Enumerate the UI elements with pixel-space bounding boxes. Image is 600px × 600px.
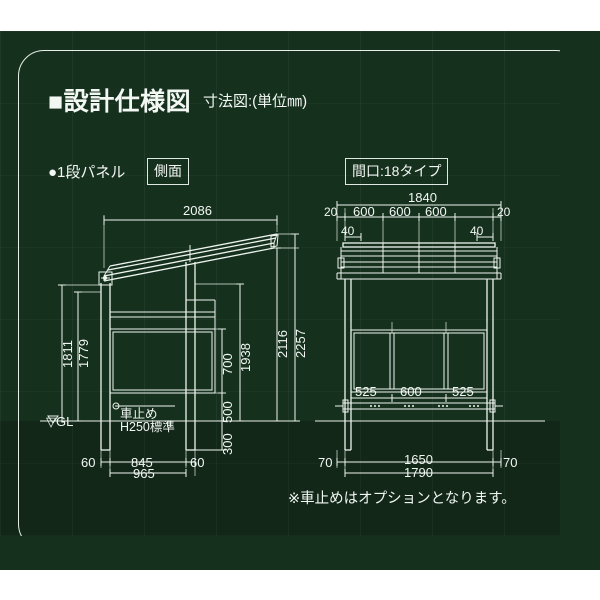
dim-front-edge-right: 20 (497, 205, 511, 219)
car-stopper-symbol (112, 402, 175, 410)
dim-front-panel-center: 600 (400, 384, 422, 399)
dim-front-post-span: 1650 (404, 452, 433, 467)
side-view-bullet-label: ●1段パネル (48, 164, 126, 181)
dim-front-bay-3: 600 (425, 204, 447, 219)
car-stopper-note-line1: 車止め (120, 407, 158, 421)
dim-base-right: 60 (190, 455, 205, 470)
frame-bottom-mask (0, 536, 600, 570)
side-view-tag: 側面 (147, 158, 189, 185)
dim-base-total: 965 (133, 466, 155, 481)
dim-front-post-offset-right: 70 (503, 455, 518, 470)
front-view-tag: 間口:18タイプ (345, 158, 449, 185)
dim-roof-span: 2086 (183, 203, 212, 218)
page-title: ■設計仕様図 (48, 88, 192, 116)
dim-front-panel-left: 525 (355, 384, 377, 399)
dim-front-bay-1: 600 (353, 204, 375, 219)
ground-level-label: ▽GL (46, 414, 74, 429)
dim-front-panel-right: 525 (452, 384, 474, 399)
frame-right-mask (560, 31, 600, 570)
dim-base-center: 845 (131, 455, 153, 470)
car-stopper-note-line2: H250標準 (120, 420, 175, 434)
dim-front-offset-left: 40 (341, 224, 355, 238)
dim-base-left: 60 (81, 455, 96, 470)
dim-front-post-offset-left: 70 (318, 455, 333, 470)
footnote: ※車止めはオプションとなります。 (288, 491, 516, 507)
dim-front-edge-left: 20 (324, 205, 338, 219)
dim-front-bay-2: 600 (389, 204, 411, 219)
dim-front-overall-width: 1840 (408, 190, 437, 205)
dim-front-offset-right: 40 (470, 224, 484, 238)
dim-front-base-total: 1790 (404, 465, 433, 480)
page-subtitle: 寸法図:(単位㎜) (203, 93, 308, 110)
